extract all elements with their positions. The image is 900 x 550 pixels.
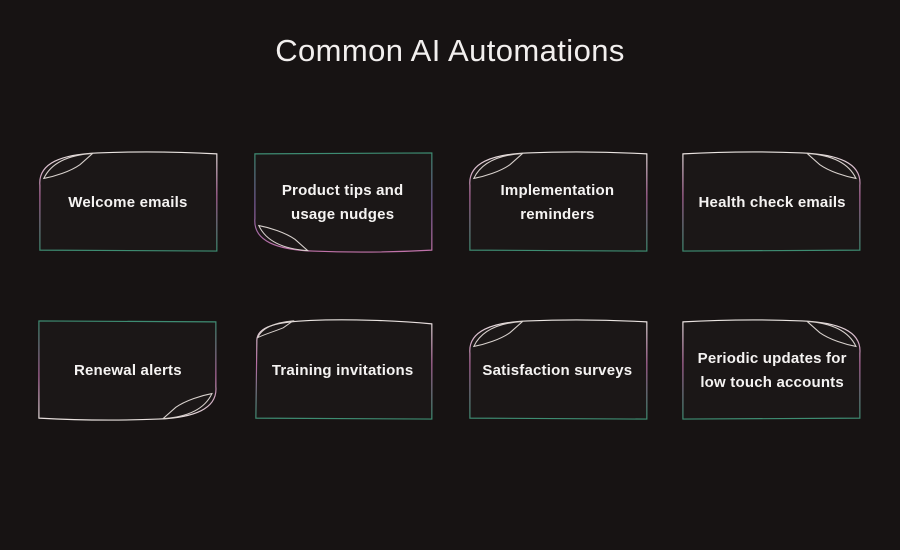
paper-note-shape-top-left-curl	[255, 319, 433, 420]
card-implementation-reminders: Implementation reminders	[465, 148, 651, 256]
paper-note-shape-top-left-curl	[468, 151, 647, 252]
page-title: Common AI Automations	[275, 33, 625, 68]
card-label: Implementation reminders	[500, 182, 615, 223]
card-label: Satisfaction surveys	[482, 362, 633, 379]
card-training-invitations: Training invitations	[250, 316, 436, 424]
card-product-tips: Product tips and usage nudges	[250, 148, 436, 256]
paper-note-shape-bottom-left-curl	[254, 152, 433, 253]
card-renewal-alerts: Renewal alerts	[35, 316, 221, 424]
card-label: Health check emails	[698, 194, 846, 211]
paper-note-shape-top-right-curl	[682, 151, 861, 252]
page-curl-flap	[42, 152, 95, 180]
card-label: Training invitations	[271, 362, 414, 379]
page-curl-flap	[805, 320, 858, 348]
card-label: Renewal alerts	[73, 362, 182, 379]
paper-note-shape-top-right-curl	[682, 319, 861, 420]
card-label: Product tips and usage nudges	[281, 182, 404, 223]
infographic: Common AI Automations Welcome emails	[0, 28, 900, 550]
card-health-check-emails: Health check emails	[679, 148, 865, 256]
card-welcome-emails: Welcome emails	[35, 148, 221, 256]
page-curl-flap	[161, 392, 213, 420]
paper-note-shape-top-left-curl	[39, 151, 218, 252]
paper-note-shape-bottom-right-curl	[38, 320, 217, 421]
page-curl-flap	[805, 152, 858, 180]
card-label: Periodic updates for low touch accounts	[697, 350, 847, 391]
card-label: Welcome emails	[68, 194, 188, 211]
cards-grid: Welcome emails Product tips and usage nu…	[0, 148, 900, 424]
page-curl-flap	[257, 224, 309, 252]
page-curl-flap	[256, 320, 295, 339]
card-periodic-updates: Periodic updates for low touch accounts	[679, 316, 865, 424]
card-satisfaction-surveys: Satisfaction surveys	[465, 316, 651, 424]
paper-note-shape-top-left-curl	[468, 319, 647, 420]
page-curl-flap	[472, 320, 524, 348]
page-curl-flap	[472, 152, 524, 180]
